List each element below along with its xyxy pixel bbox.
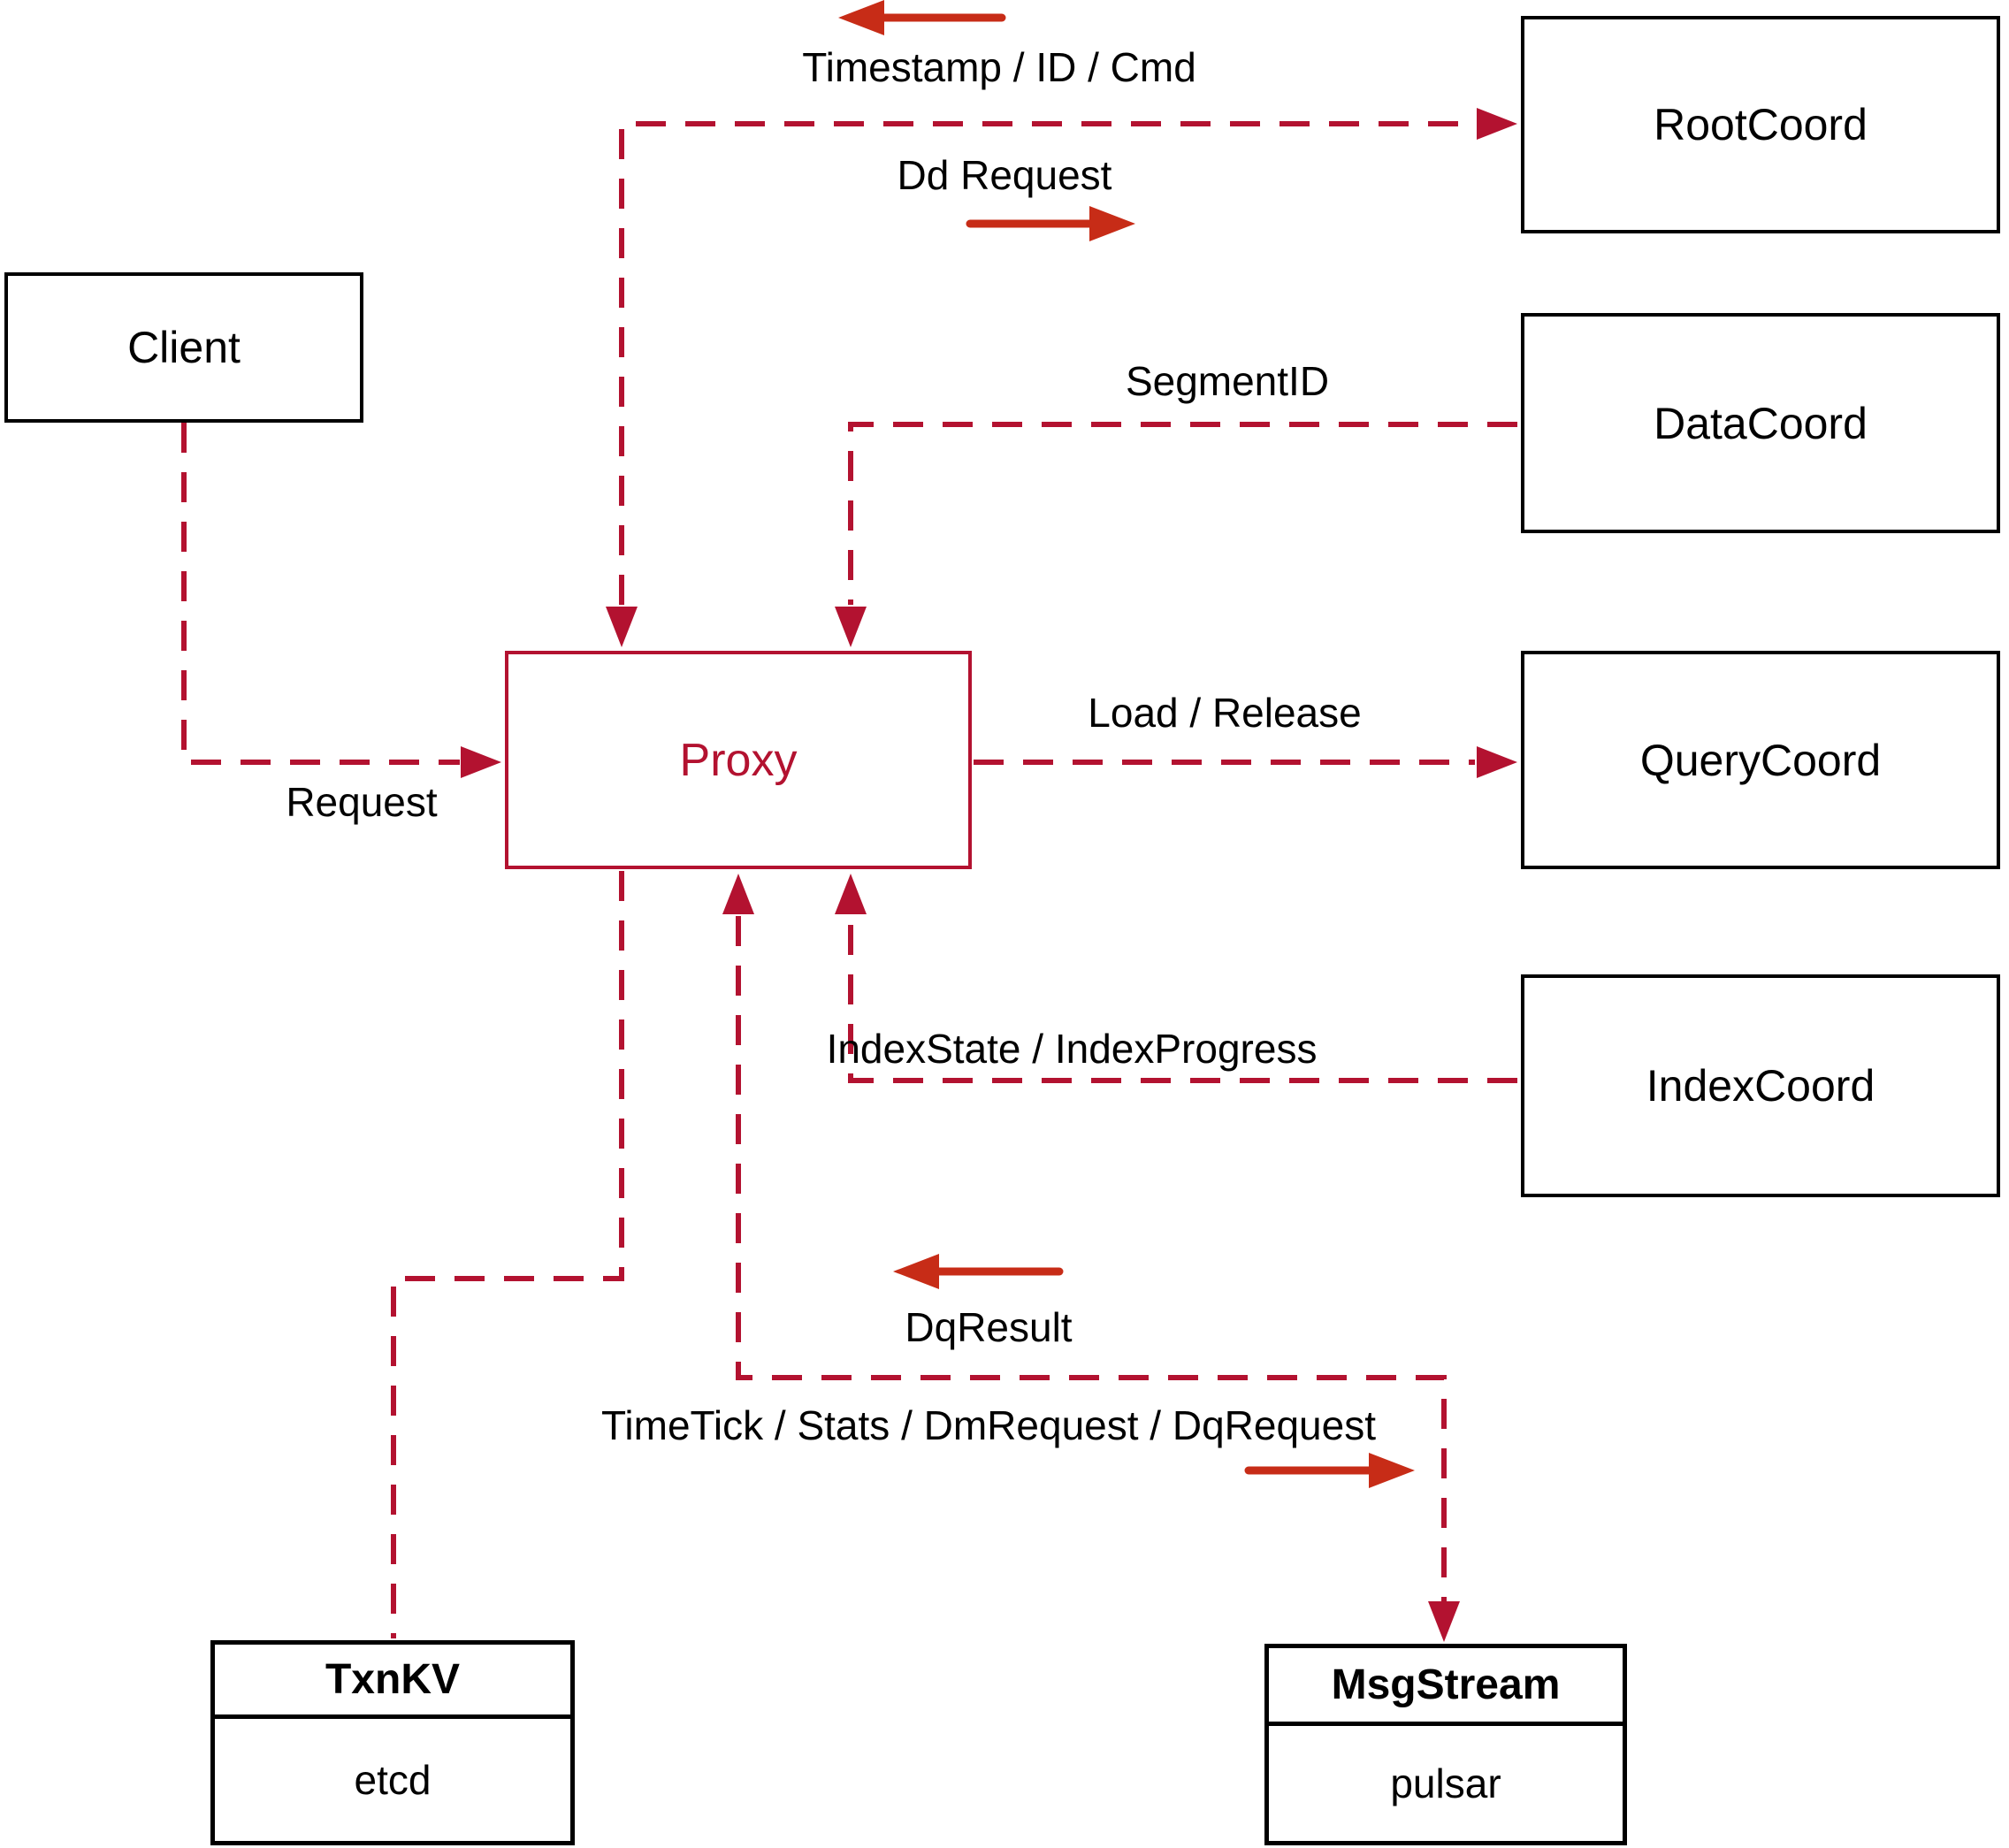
txnkv-node: TxnKV etcd [210, 1640, 575, 1845]
proxy-node: Proxy [505, 651, 972, 869]
indexcoord-node: IndexCoord [1521, 974, 2000, 1197]
edge-proxy-txnkv [391, 871, 624, 1638]
direction-arrow-right-dd-request-icon [966, 206, 1135, 241]
arrowhead-into-proxy-top-right-icon [835, 607, 867, 647]
edge-proxy-msgstream [722, 874, 1460, 1642]
direction-arrow-left-dqresult-icon [893, 1254, 1064, 1289]
edge-label-segment-id: SegmentID [1125, 358, 1330, 404]
edge-proxy-msgstream-line [736, 916, 1447, 1602]
edge-label-dd-request: Dd Request [897, 152, 1112, 198]
msgstream-impl: pulsar [1390, 1760, 1501, 1806]
arrowhead-into-msgstream-icon [1428, 1601, 1460, 1642]
client-node-label: Client [127, 323, 241, 372]
edge-proxy-querycoord [974, 746, 1517, 778]
client-node: Client [4, 272, 363, 423]
arrowhead-into-querycoord-icon [1477, 746, 1517, 778]
edge-datacoord-proxy [835, 422, 1517, 647]
edge-label-load-release: Load / Release [1088, 690, 1362, 736]
edge-label-timestamp-id-cmd: Timestamp / ID / Cmd [802, 44, 1196, 90]
edge-label-indexstate-indexprogress: IndexState / IndexProgress [826, 1026, 1318, 1072]
edge-datacoord-proxy-line [848, 422, 1517, 605]
arrowhead-into-proxy-top-left-icon [606, 607, 638, 647]
msgstream-title: MsgStream [1269, 1648, 1623, 1726]
edge-proxy-txnkv-line [391, 871, 624, 1638]
edge-indexcoord-proxy-line [848, 916, 1517, 1083]
edge-indexcoord-proxy [835, 874, 1517, 1083]
edge-label-timetick-stats-dmrequest-dqrequest: TimeTick / Stats / DmRequest / DqRequest [601, 1402, 1376, 1448]
edge-proxy-rootcoord [606, 108, 1517, 647]
rootcoord-node: RootCoord [1521, 16, 2000, 233]
txnkv-title: TxnKV [215, 1645, 570, 1719]
direction-arrow-right-timetick-icon [1244, 1453, 1415, 1488]
arrowhead-into-proxy-bottom-right-icon [835, 874, 867, 914]
arrowhead-into-rootcoord-icon [1477, 108, 1517, 140]
querycoord-node: QueryCoord [1521, 651, 2000, 869]
edge-proxy-rootcoord-line [619, 121, 1475, 605]
proxy-node-label: Proxy [679, 734, 798, 786]
arrowhead-into-proxy-bottom-center-icon [722, 874, 754, 914]
msgstream-node: MsgStream pulsar [1264, 1644, 1627, 1845]
edge-client-proxy [181, 423, 501, 778]
direction-arrow-left-timestamp-icon [838, 0, 1006, 35]
edge-client-proxy-line [181, 423, 460, 765]
indexcoord-node-label: IndexCoord [1646, 1061, 1875, 1111]
edge-label-dqresult: DqResult [905, 1304, 1073, 1350]
arrowhead-into-proxy-left-icon [461, 746, 501, 778]
querycoord-node-label: QueryCoord [1639, 735, 1882, 785]
datacoord-node-label: DataCoord [1654, 398, 1868, 448]
edge-label-request: Request [286, 779, 438, 825]
datacoord-node: DataCoord [1521, 313, 2000, 533]
txnkv-impl: etcd [354, 1757, 432, 1803]
rootcoord-node-label: RootCoord [1654, 100, 1868, 149]
